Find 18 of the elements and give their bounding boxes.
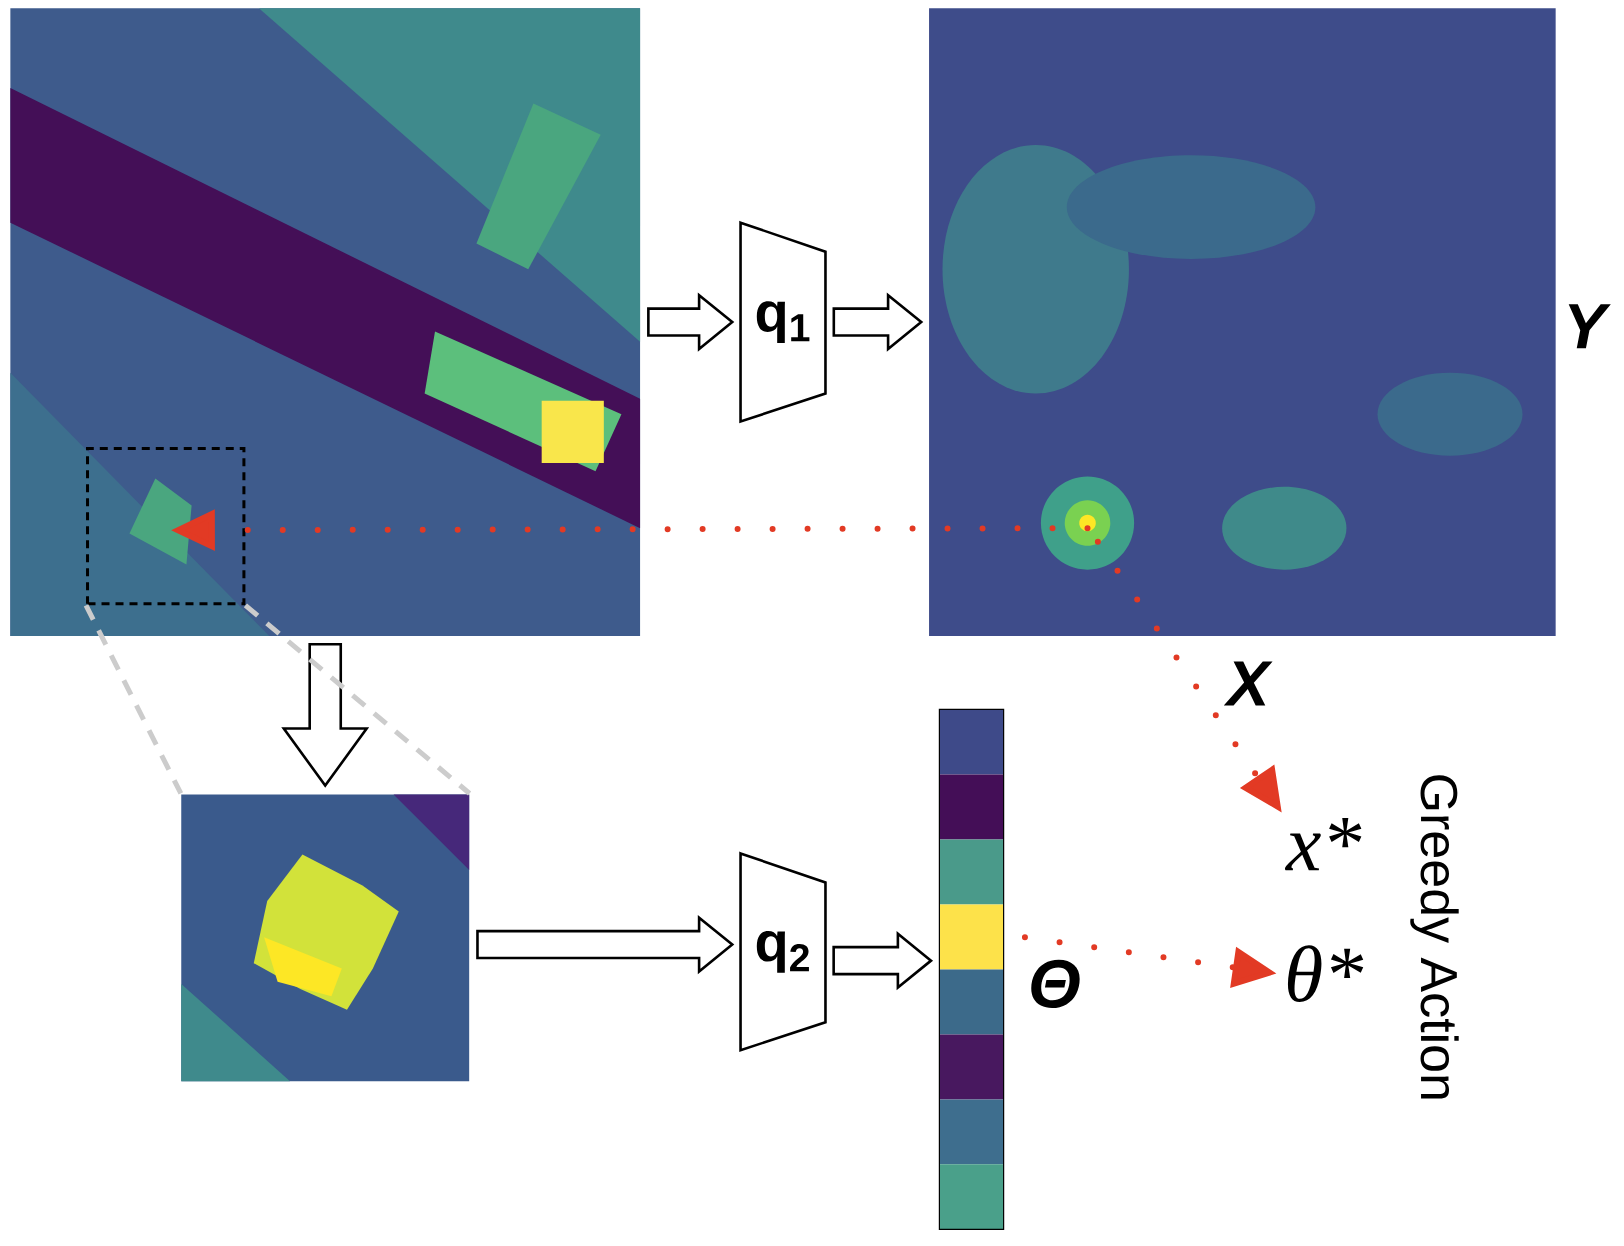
color-bar [938,708,1005,1230]
block-arrow [281,643,370,788]
leader-line [83,604,184,795]
block-arrow [647,292,735,352]
picture [10,8,641,636]
dashed-box [86,447,246,606]
picture [929,8,1556,636]
axis-label: X [1223,661,1273,706]
axis-label: Θ [1031,959,1080,1008]
rotated-label: Greedy Action [1410,775,1459,1099]
block-arrow [832,292,924,352]
block-arrow [832,931,934,991]
symbol-label: x* [1284,817,1362,871]
axis-label: Y [1568,304,1611,349]
symbol-label: θ* [1287,945,1364,1002]
leader-line [243,603,472,796]
picture [181,794,470,1082]
block-arrow [476,914,735,975]
